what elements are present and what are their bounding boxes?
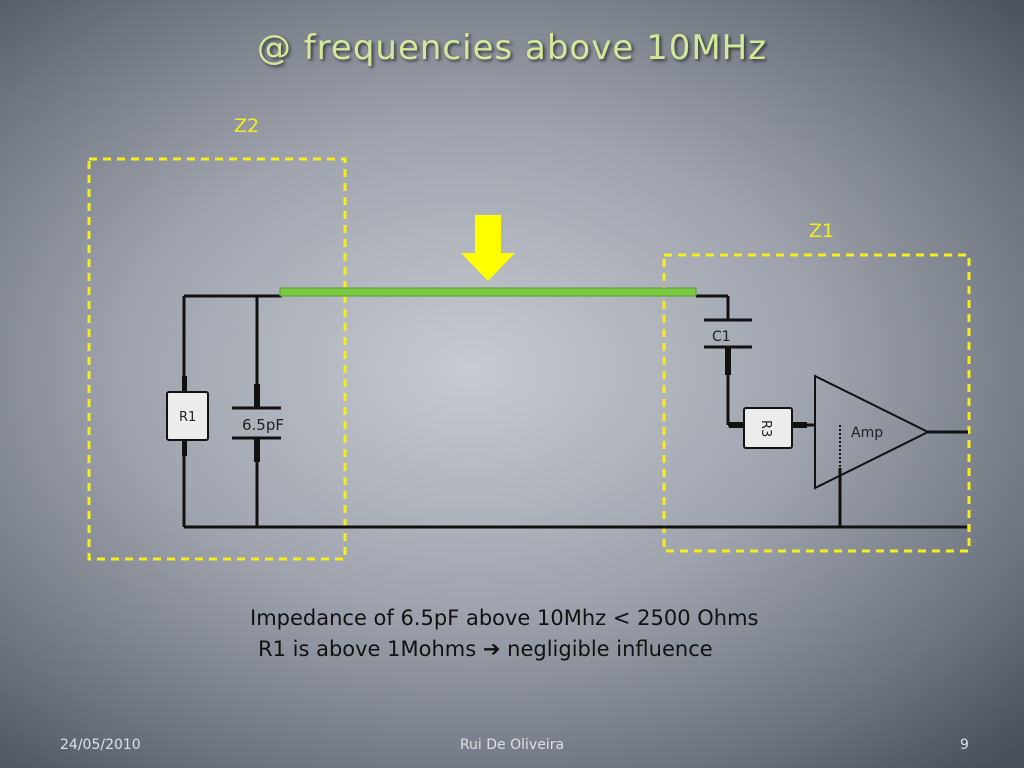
footer-page-number: 9 bbox=[960, 737, 969, 753]
note-r1-influence: R1 is above 1Mohms ➔ negligible influenc… bbox=[258, 637, 713, 661]
r1-resistor bbox=[166, 376, 209, 456]
amp-triangle bbox=[814, 374, 931, 490]
c1-capacitor bbox=[704, 318, 752, 375]
zone-z1-label: Z1 bbox=[809, 220, 835, 242]
r3-label: R3 bbox=[758, 420, 773, 437]
note-impedance: Impedance of 6.5pF above 10Mhz < 2500 Oh… bbox=[250, 606, 759, 630]
footer-date: 24/05/2010 bbox=[60, 737, 141, 753]
zone-z2-label: Z2 bbox=[234, 115, 260, 137]
r1-label: R1 bbox=[179, 410, 196, 425]
amp-label: Amp bbox=[851, 425, 883, 441]
zone-z2-box bbox=[87, 157, 347, 561]
footer-author: Rui De Oliveira bbox=[459, 737, 565, 753]
pcb-trace bbox=[279, 287, 697, 297]
down-arrow-icon bbox=[461, 215, 515, 281]
wires bbox=[182, 294, 968, 529]
zone-z1-box bbox=[662, 253, 971, 553]
c1-label: C1 bbox=[712, 329, 731, 345]
shunt-capacitor bbox=[232, 384, 281, 462]
r3-resistor bbox=[729, 407, 807, 449]
slide-title: @ frequencies above 10MHz bbox=[256, 28, 768, 68]
shunt-capacitor-label: 6.5pF bbox=[242, 416, 285, 434]
